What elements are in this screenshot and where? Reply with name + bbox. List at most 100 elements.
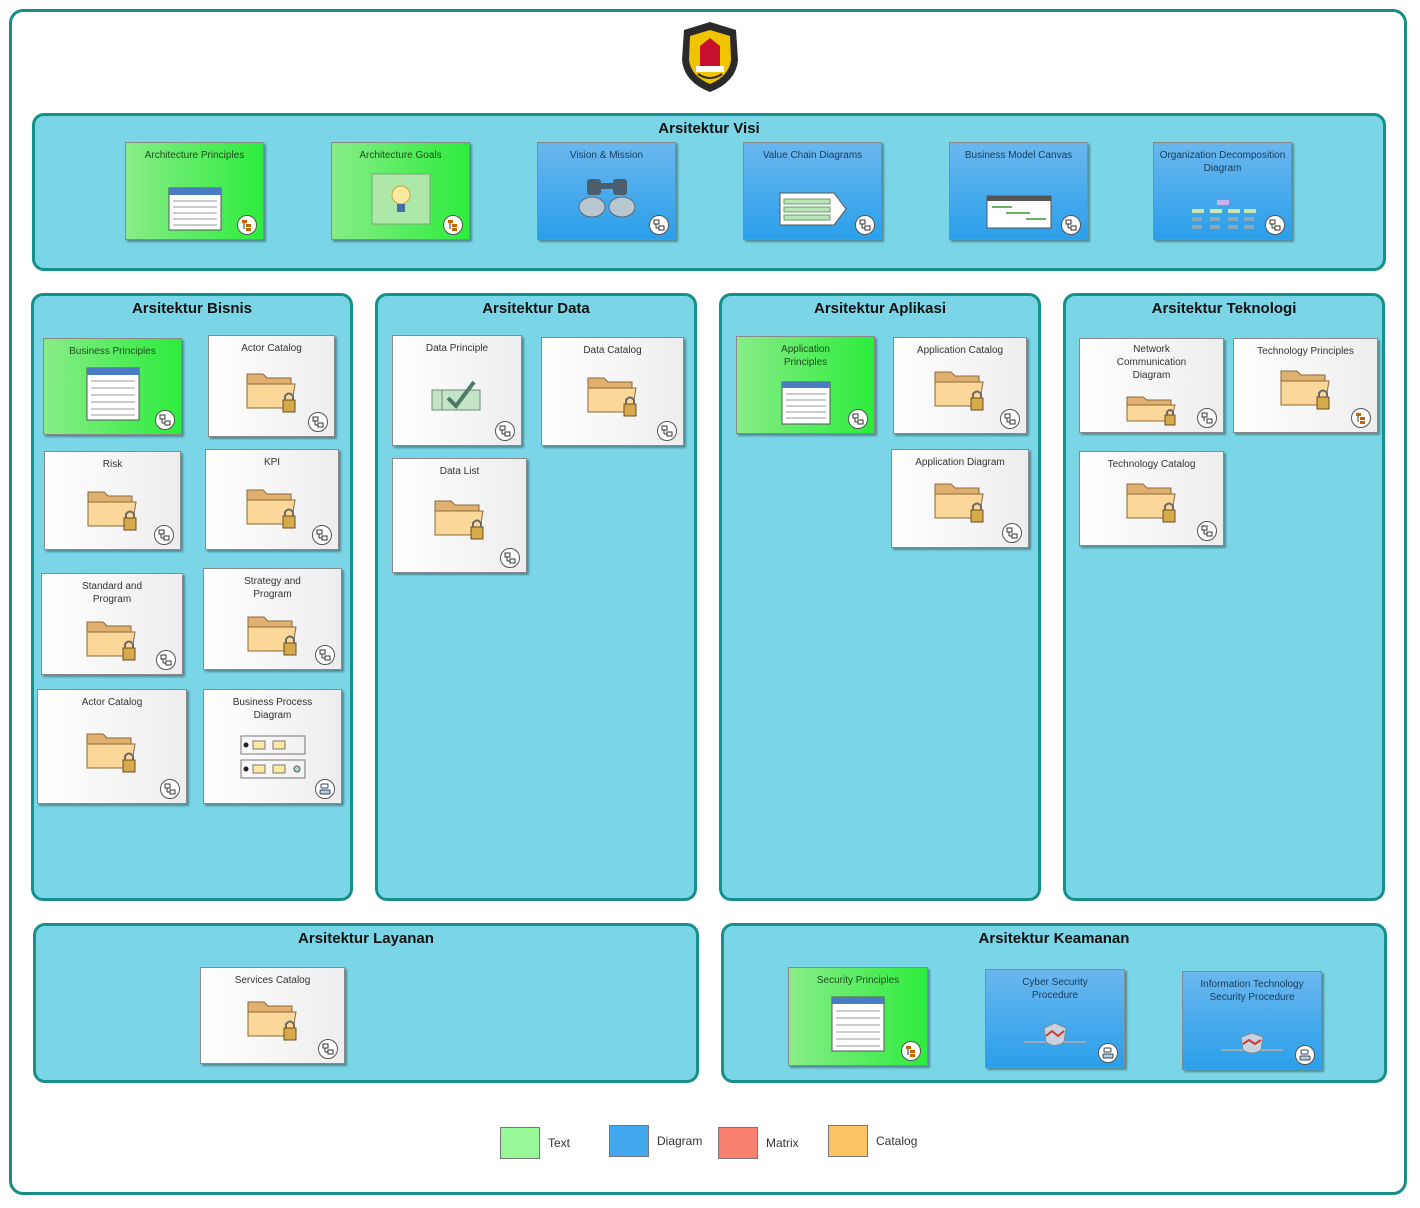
university-logo bbox=[682, 22, 738, 92]
locked-folder-icon bbox=[86, 621, 136, 661]
table-icon bbox=[86, 367, 139, 421]
panel-title: Arsitektur Teknologi bbox=[1151, 300, 1297, 317]
card-strategy-and-program[interactable]: Strategy and Program bbox=[203, 568, 342, 670]
card-label: Network Communication Diagram bbox=[1116, 344, 1187, 381]
diagram-icon bbox=[312, 525, 332, 545]
card-label: Risk bbox=[102, 459, 123, 470]
diagram-icon bbox=[495, 421, 515, 441]
card-organization-decomposition-diagram[interactable]: Organization Decomposition Diagram bbox=[1153, 142, 1292, 240]
card-value-chain-diagrams[interactable]: Value Chain Diagrams bbox=[743, 142, 882, 240]
card-label: Security Principles bbox=[816, 975, 900, 986]
gantt-icon bbox=[986, 195, 1051, 229]
card-application-catalog[interactable]: Application Catalog bbox=[893, 337, 1027, 434]
locked-folder-icon bbox=[587, 377, 637, 417]
locked-folder-icon bbox=[86, 733, 136, 773]
card-label: Architecture Principles bbox=[144, 150, 245, 161]
diagram-icon bbox=[1000, 409, 1020, 429]
diagram-icon bbox=[848, 409, 868, 429]
card-risk[interactable]: Risk bbox=[44, 451, 181, 550]
card-label: Information Technology Security Procedur… bbox=[1200, 979, 1304, 1003]
security-shield-icon bbox=[1221, 1032, 1283, 1054]
bpmn-icon bbox=[1295, 1045, 1315, 1065]
card-application-diagram[interactable]: Application Diagram bbox=[891, 449, 1029, 548]
bpmn-icon bbox=[1098, 1043, 1118, 1063]
card-label: KPI bbox=[263, 457, 281, 468]
panel-title: Arsitektur Aplikasi bbox=[814, 300, 946, 317]
card-network-communication-diagram[interactable]: Network Communication Diagram bbox=[1079, 338, 1224, 433]
card-standard-and-program[interactable]: Standard and Program bbox=[41, 573, 183, 675]
card-label: Technology Catalog bbox=[1107, 459, 1196, 470]
lightbulb-icon bbox=[371, 173, 430, 225]
card-services-catalog[interactable]: Services Catalog bbox=[200, 967, 345, 1064]
card-data-catalog[interactable]: Data Catalog bbox=[541, 337, 684, 446]
card-vision-mission[interactable]: Vision & Mission bbox=[537, 142, 676, 240]
locked-folder-icon bbox=[246, 489, 296, 529]
security-shield-icon bbox=[1024, 1022, 1086, 1046]
locked-folder-icon bbox=[246, 373, 296, 413]
panel-title: Arsitektur Keamanan bbox=[978, 930, 1130, 947]
card-label: Services Catalog bbox=[234, 975, 311, 986]
panel-title: Arsitektur Layanan bbox=[298, 930, 434, 947]
card-information-technology-security-procedure[interactable]: Information Technology Security Procedur… bbox=[1182, 971, 1322, 1070]
card-architecture-principles[interactable]: Architecture Principles bbox=[125, 142, 264, 240]
card-data-principle[interactable]: Data Principle bbox=[392, 335, 522, 446]
card-actor-catalog[interactable]: Actor Catalog bbox=[208, 335, 335, 437]
card-label: Technology Principles bbox=[1257, 346, 1354, 357]
card-technology-catalog[interactable]: Technology Catalog bbox=[1079, 451, 1224, 546]
card-business-model-canvas[interactable]: Business Model Canvas bbox=[949, 142, 1088, 240]
panel-title: Arsitektur Visi bbox=[658, 120, 760, 137]
table-icon bbox=[168, 187, 221, 231]
hierarchy-icon bbox=[443, 215, 463, 235]
diagram-icon bbox=[1197, 408, 1217, 428]
diagram-icon bbox=[657, 421, 677, 441]
card-label: Business Process Diagram bbox=[232, 697, 313, 721]
card-security-principles[interactable]: Security Principles bbox=[788, 967, 928, 1066]
process-flow-icon bbox=[240, 735, 305, 779]
card-cyber-security-procedure[interactable]: Cyber Security Procedure bbox=[985, 969, 1125, 1068]
diagram-icon bbox=[318, 1039, 338, 1059]
checkbox-icon bbox=[431, 380, 481, 411]
panel-title: Arsitektur Data bbox=[482, 300, 590, 317]
locked-folder-icon bbox=[934, 371, 984, 411]
locked-folder-icon bbox=[1126, 483, 1176, 523]
panel-arsitektur-layanan: Arsitektur Layanan bbox=[33, 923, 699, 1083]
card-actor-catalog-2[interactable]: Actor Catalog bbox=[37, 689, 187, 804]
diagram-icon bbox=[156, 650, 176, 670]
card-application-principles[interactable]: Application Principles bbox=[736, 336, 875, 434]
diagram-icon bbox=[308, 412, 328, 432]
card-technology-principles[interactable]: Technology Principles bbox=[1233, 338, 1378, 433]
card-label: Value Chain Diagrams bbox=[762, 150, 863, 161]
card-business-principles[interactable]: Business Principles bbox=[43, 338, 182, 435]
card-label: Architecture Goals bbox=[359, 150, 442, 161]
card-label: Actor Catalog bbox=[81, 697, 143, 708]
legend-swatch bbox=[718, 1127, 758, 1159]
diagram-icon bbox=[500, 548, 520, 568]
card-business-process-diagram[interactable]: Business Process Diagram bbox=[203, 689, 342, 804]
locked-folder-icon bbox=[1280, 370, 1330, 410]
card-data-list[interactable]: Data List bbox=[392, 458, 527, 573]
panel-title: Arsitektur Bisnis bbox=[131, 300, 253, 317]
locked-folder-icon bbox=[87, 491, 137, 531]
legend-label: Matrix bbox=[766, 1136, 799, 1150]
org-chart-icon bbox=[1191, 200, 1256, 229]
card-label: Application Principles bbox=[781, 344, 830, 368]
card-label: Vision & Mission bbox=[569, 150, 644, 161]
hierarchy-icon bbox=[1351, 408, 1371, 428]
diagram-icon bbox=[155, 410, 175, 430]
locked-folder-icon bbox=[1126, 396, 1176, 426]
legend-swatch bbox=[609, 1125, 649, 1157]
card-label: Data List bbox=[439, 466, 480, 477]
card-kpi[interactable]: KPI bbox=[205, 449, 339, 550]
hierarchy-icon bbox=[901, 1041, 921, 1061]
card-architecture-goals[interactable]: Architecture Goals bbox=[331, 142, 470, 240]
locked-folder-icon bbox=[247, 616, 297, 656]
card-label: Data Principle bbox=[425, 343, 489, 354]
legend-swatch bbox=[828, 1125, 868, 1157]
legend-label: Text bbox=[548, 1136, 571, 1150]
legend-swatch bbox=[500, 1127, 540, 1159]
diagram-icon bbox=[315, 645, 335, 665]
diagram-icon bbox=[649, 215, 669, 235]
legend-label: Catalog bbox=[876, 1134, 918, 1148]
value-chain-icon bbox=[779, 192, 847, 226]
card-label: Application Catalog bbox=[916, 345, 1004, 356]
